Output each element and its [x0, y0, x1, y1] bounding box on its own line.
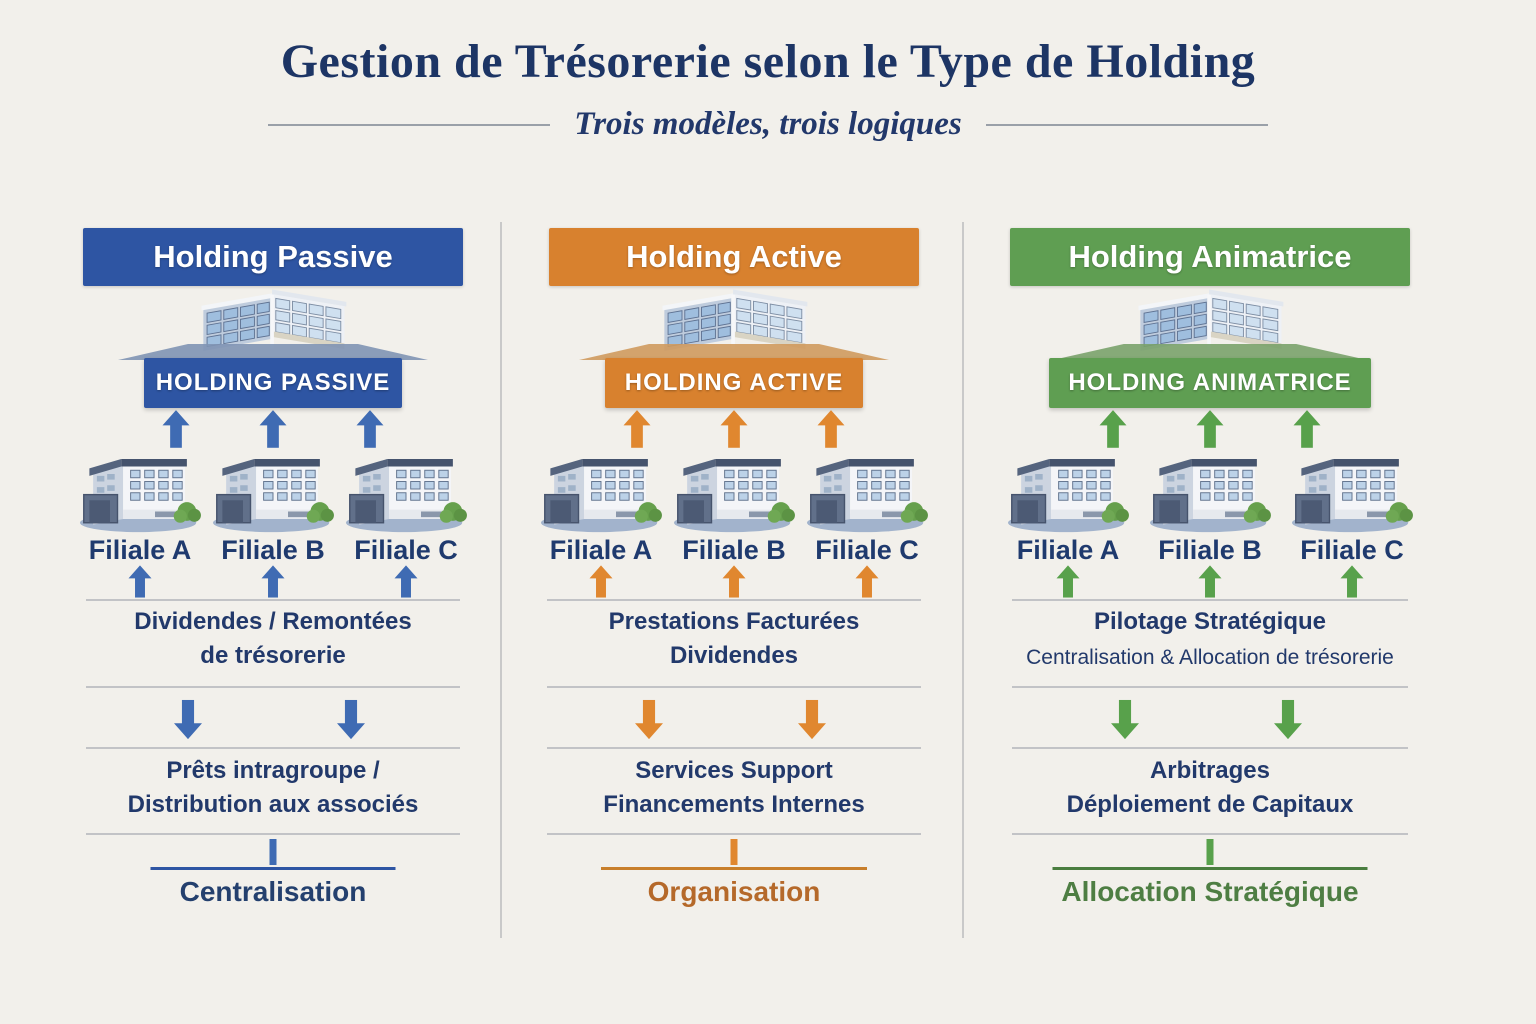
holding-pedestal-shape [1052, 344, 1368, 360]
upward-flow-text: de trésorerie [200, 642, 346, 669]
holding-label-box: HOLDING ANIMATRICE [1049, 358, 1371, 408]
subsidiary-building-illustration [77, 444, 203, 534]
column-holding-passive: Holding Passive HOLDING PASSIVE Filiale … [66, 0, 480, 1024]
subsidiary-building-illustration [1005, 444, 1131, 534]
up-arrow-icon [1294, 410, 1321, 448]
up-arrow-icon [395, 565, 418, 598]
up-arrow-icon [818, 410, 845, 448]
upward-flow-text: Centralisation & Allocation de trésoreri… [1026, 646, 1394, 669]
accent-underline [601, 867, 867, 870]
separator-line [86, 833, 460, 835]
connector-bar [730, 839, 738, 865]
subtitle-right-rule [985, 123, 1268, 126]
separator-line [547, 833, 921, 835]
subsidiary-building-illustration [671, 444, 797, 534]
subsidiary-label: Filiale A [1016, 535, 1120, 565]
column-header-banner: Holding Active [549, 228, 919, 286]
holding-label-box: HOLDING ACTIVE [605, 358, 863, 408]
connector-bar [1206, 839, 1214, 865]
upward-flow-text: Pilotage Stratégique [1093, 608, 1327, 635]
up-arrow-icon [1057, 565, 1080, 598]
holding-pedestal-shape [118, 344, 428, 360]
separator-line [1012, 686, 1408, 688]
down-arrow-icon [798, 697, 826, 742]
downward-flow-text: Déploiement de Capitaux [1066, 791, 1354, 818]
down-arrow-icon [337, 697, 365, 742]
up-arrow-icon [856, 565, 879, 598]
holding-label-box: HOLDING PASSIVE [144, 358, 402, 408]
subsidiary-label: Filiale A [88, 535, 192, 565]
downward-flow-text: Prêts intragroupe / [166, 757, 380, 784]
column-header-banner: Holding Passive [83, 228, 463, 286]
subsidiary-building-illustration [343, 444, 469, 534]
upward-flow-text: Prestations Facturées [608, 608, 860, 635]
up-arrow-icon [163, 410, 190, 448]
subtitle-row: Trois modèles, trois logiques [0, 106, 1536, 143]
downward-flow-text: Distribution aux associés [127, 791, 419, 818]
down-arrow-icon [635, 697, 663, 742]
separator-line [86, 686, 460, 688]
subsidiary-label: Filiale A [549, 535, 653, 565]
subsidiary-building-illustration [210, 444, 336, 534]
up-arrow-icon [1199, 565, 1222, 598]
up-arrow-icon [262, 565, 285, 598]
subsidiary-label: Filiale B [682, 535, 786, 565]
subsidiary-label: Filiale C [1300, 535, 1404, 565]
column-divider [500, 222, 502, 938]
subsidiary-building-illustration [538, 444, 664, 534]
column-header-banner: Holding Animatrice [1010, 228, 1410, 286]
up-arrow-icon [260, 410, 287, 448]
column-footer: Centralisation [179, 876, 367, 907]
downward-flow-text: Services Support [635, 757, 833, 784]
down-arrow-icon [1274, 697, 1302, 742]
up-arrow-icon [1341, 565, 1364, 598]
downward-flow-text: Financements Internes [603, 791, 865, 818]
downward-flow-text: Arbitrages [1149, 757, 1271, 784]
up-arrow-icon [129, 565, 152, 598]
down-arrow-icon [1111, 697, 1139, 742]
column-footer: Organisation [647, 876, 821, 907]
subsidiary-label: Filiale B [221, 535, 325, 565]
page-title: Gestion de Trésorerie selon le Type de H… [280, 35, 1256, 88]
subsidiary-building-illustration [1147, 444, 1273, 534]
up-arrow-icon [624, 410, 651, 448]
upward-flow-text: Dividendes / Remontées [134, 608, 412, 635]
subsidiary-label: Filiale C [815, 535, 919, 565]
accent-underline [1052, 867, 1368, 870]
subtitle-left-rule [268, 123, 551, 126]
up-arrow-icon [721, 410, 748, 448]
subsidiary-building-illustration [1289, 444, 1415, 534]
subsidiary-label: Filiale C [354, 535, 458, 565]
separator-line [547, 747, 921, 749]
separator-line [86, 747, 460, 749]
separator-line [547, 686, 921, 688]
upward-flow-text: Dividendes [669, 642, 799, 669]
up-arrow-icon [1100, 410, 1127, 448]
holding-pedestal-shape [579, 344, 889, 360]
separator-line [547, 599, 921, 601]
subsidiary-label: Filiale B [1158, 535, 1262, 565]
down-arrow-icon [174, 697, 202, 742]
up-arrow-icon [1197, 410, 1224, 448]
connector-bar [269, 839, 277, 865]
accent-underline [150, 867, 396, 870]
up-arrow-icon [723, 565, 746, 598]
separator-line [1012, 599, 1408, 601]
separator-line [86, 599, 460, 601]
column-divider [962, 222, 964, 938]
up-arrow-icon [357, 410, 384, 448]
subsidiary-building-illustration [804, 444, 930, 534]
page-subtitle: Trois modèles, trois logiques [574, 106, 962, 142]
column-footer: Allocation Stratégique [1061, 876, 1359, 907]
column-holding-active: Holding Active HOLDING ACTIVE Filiale A … [527, 0, 941, 1024]
separator-line [1012, 747, 1408, 749]
up-arrow-icon [590, 565, 613, 598]
separator-line [1012, 833, 1408, 835]
column-holding-animatrice: Holding Animatrice HOLDING ANIMATRICE Fi… [1000, 0, 1420, 1024]
